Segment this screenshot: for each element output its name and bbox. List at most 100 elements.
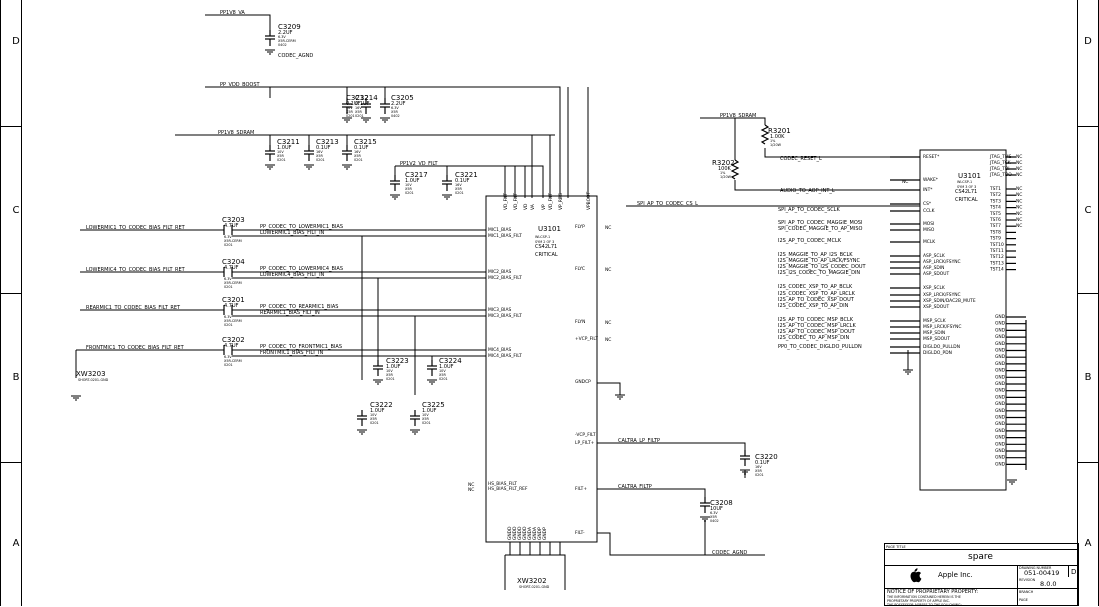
codec-right-left-pin: MISO (923, 227, 935, 233)
codec-gnd-pin: GND (995, 314, 1006, 320)
cap-rating: 6.3V (224, 277, 232, 281)
cap-size: 0201 (354, 158, 363, 162)
cap-value: 1.0UF (277, 145, 292, 151)
codec-top-pin: VD_FILT (503, 193, 509, 210)
codec-right-right-pin: TST3 (989, 198, 1001, 204)
cap-rating: 6.3V (278, 35, 286, 39)
codec-part: WLCSP-1 (535, 235, 550, 239)
codec-right-pin: FLYP (575, 224, 585, 230)
cap-value: 1.0UF (439, 364, 454, 370)
cap-value: 1.0UF (422, 408, 437, 414)
codec-gnd-pin: GND (995, 341, 1006, 347)
cap-rating: 16V (755, 465, 762, 469)
cap-package: X5R (439, 373, 446, 377)
net-label-digital: SPI_AP_TO_CODEC_MAGGIE_MOSI (778, 220, 862, 226)
net-label-digital: I2S_AP_TO_CODEC_MSP_BCLK (778, 317, 854, 323)
net-label-mic-bias-filt: LOWERMIC4_BIAS_FILT_IN (260, 272, 325, 278)
cap-ref-c3223: C3223 (386, 357, 409, 365)
nc-label: NC (1016, 217, 1022, 223)
codec-bottom-pin: GNDA (527, 527, 533, 540)
net-label-codec-agnd: CODEC_AGND (278, 53, 313, 59)
cap-size: 0402 (710, 519, 719, 523)
codec-right-left-pin: XSP_SCLK (923, 285, 945, 291)
codec-right-ref: U3101 (958, 172, 981, 180)
net-label-mic-bias: PP_CODEC_TO_REARMIC1_BIAS (260, 304, 338, 310)
net-label-digital: I2S_MAGGIE_TO_AP_LRCK/FSYNC (778, 258, 861, 264)
codec-top-pin: VD (523, 203, 529, 210)
cap-ref-c3201: C3201 (222, 296, 245, 304)
codec-right-right-pin: TST4 (989, 205, 1001, 211)
codec-symbol: SYM 2 OF 3 (535, 240, 554, 244)
nc-label: NC (1016, 160, 1022, 166)
cap-ref-c3222: C3222 (370, 401, 393, 409)
codec-right-left-pin: ASP_LRCK/FSYNC (923, 259, 961, 265)
net-label-pp1v8-sdram: PP1V8_SDRAM (720, 113, 756, 119)
resistor-power: 1/20W (720, 175, 732, 179)
cap-ref-c3202: C3202 (222, 336, 245, 344)
codec-left-pin: HS_BIAS_FILT_REF (488, 486, 528, 492)
cap-size: 0201 (224, 323, 233, 327)
net-label-digital: SPI_AP_TO_CODEC_SCLK (778, 207, 840, 213)
cap-ref-c3212: C3212 (346, 94, 369, 102)
proprietary-notice-line: THE POSSESSOR AGREES TO THE FOLLOWING: (887, 603, 962, 607)
cap-rating: 16V (346, 106, 353, 110)
cap-rating: 10V (370, 413, 377, 417)
nc-label: NC (1016, 223, 1022, 229)
net-label-pp-vdd-boost: PP_VDD_BOOST (220, 82, 261, 88)
cap-package: X5R-CERM (224, 319, 242, 323)
codec-critical: CRITICAL (955, 197, 978, 203)
net-label-digital: I2S_CODEC_XSP_TO_AP_LRCLK (778, 291, 856, 297)
net-label-digital: SPI_CODEC_MAGGIE_TO_AP_MISO (778, 226, 863, 232)
cap-value: 1.0UF (386, 364, 401, 370)
cap-rating: 16V (316, 150, 323, 154)
cap-package: X5R-CERM (224, 359, 242, 363)
codec-right-right-pin: JTAG_TDI (989, 166, 1010, 172)
cap-package: X5R-CERM (224, 239, 242, 243)
resistor-ref-r3202: R3202 (712, 159, 735, 167)
codec-top-pin: VA (530, 204, 536, 210)
codec-gnd-pin: GND (995, 421, 1006, 427)
codec-right-right-pin: TST12 (989, 254, 1004, 260)
nc-label: NC (902, 179, 908, 185)
nc-label: NC (1016, 186, 1022, 192)
codec-right-right-pin: TST14 (989, 267, 1004, 273)
codec-right-right-pin: TST6 (989, 217, 1001, 223)
codec-right-left-pin: XSP_SDIN/DAC2B_MUTE (923, 298, 976, 304)
resistor-ref-r3201: R3201 (768, 127, 791, 135)
pin-label: MIC3_BIAS (488, 307, 511, 313)
cap-package: X5R (355, 110, 362, 114)
codec-name: CS42L71 (955, 189, 977, 195)
cap-value: 2.2UF (391, 101, 406, 107)
codec-right-left-pin: DIGLDO_PULLDN (923, 344, 960, 350)
net-label-mic-bias-filt: LOWERMIC1_BIAS_FILT_IN (260, 230, 325, 236)
cap-ref-c3214: C3214 (355, 94, 378, 102)
cap-rating: 6.3V (224, 315, 232, 319)
net-label-mic-bias: PP_CODEC_TO_LOWERMIC4_BIAS (260, 266, 343, 272)
cap-package: X5R-CERM (278, 39, 296, 43)
codec-right-right-pin: TST1 (989, 186, 1001, 192)
codec-right-left-pin: MSP_SCLK (923, 318, 946, 324)
cap-size: 0201 (355, 114, 364, 118)
cap-size: 0201 (386, 377, 395, 381)
resistor-value: 1.00K (770, 134, 785, 140)
net-label-mic-return: LOWERMIC4_TO_CODEC_BIAS_FILT_RET (86, 267, 186, 273)
codec-critical: CRITICAL (535, 252, 558, 258)
codec-gnd-pin: GND (995, 354, 1006, 360)
apple-logo-icon (908, 567, 922, 583)
nc-label: NC (1016, 205, 1022, 211)
cap-package: X5R (346, 110, 353, 114)
left-zone-divider (0, 462, 22, 463)
codec-right-right-pin: TST5 (989, 211, 1001, 217)
codec-right-left-pin: CS* (923, 201, 932, 207)
codec-right-left-pin: XSP_SDOUT (923, 304, 949, 310)
revision-label: REVISION (1019, 578, 1036, 582)
net-label-digital: I2S_AP_TO_CODEC_XSP_DOUT (778, 297, 855, 303)
cap-size: 0201 (422, 421, 431, 425)
codec-right-left-pin: ASP_SCLK (923, 253, 945, 259)
codec-right-right-pin: JTAG_TCK (989, 160, 1011, 166)
cap-package: X5R (354, 154, 361, 158)
codec-gnd-pin: GND (995, 374, 1006, 380)
cap-size: 0201 (277, 158, 286, 162)
codec-right-left-pin: MSP_SDOUT (923, 336, 950, 342)
codec-right-right-pin: TST11 (989, 248, 1004, 254)
